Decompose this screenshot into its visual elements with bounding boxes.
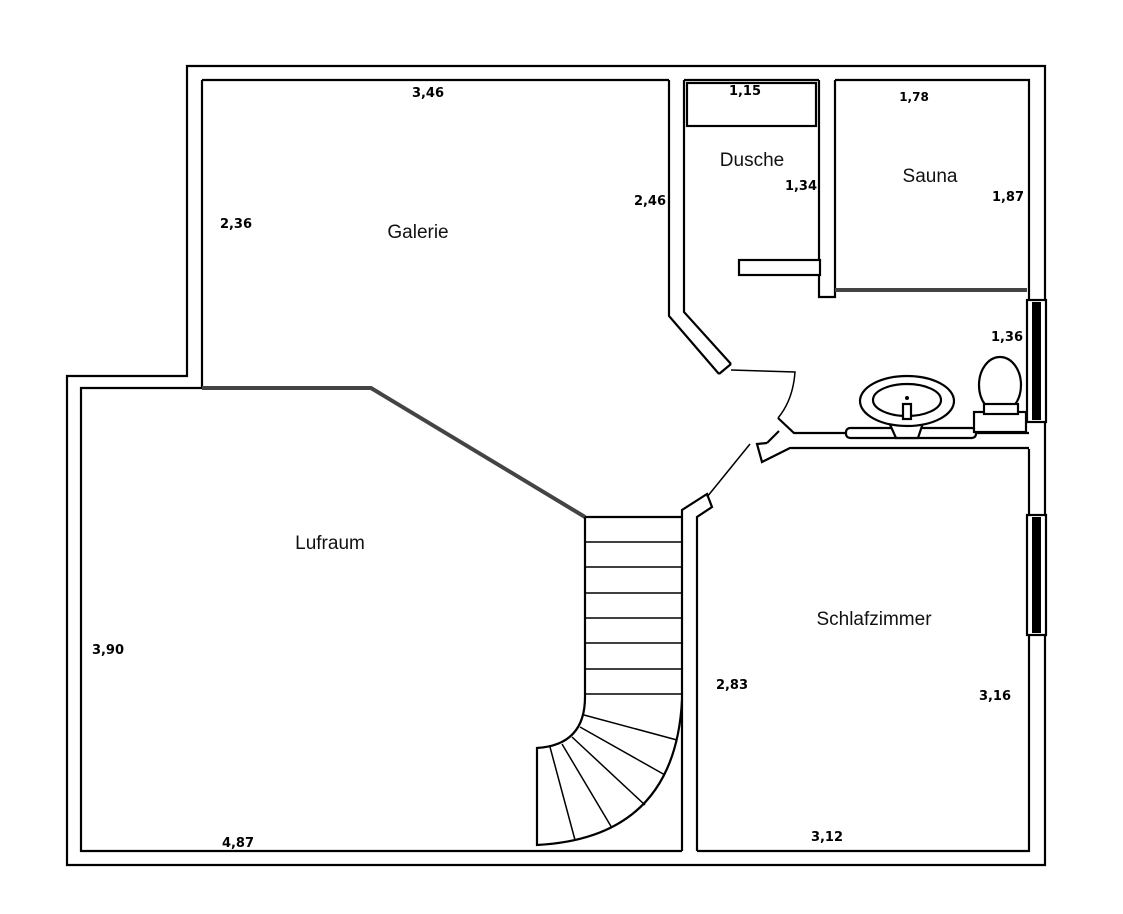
dusche-sauna-partition xyxy=(685,80,1027,299)
shower-tray xyxy=(685,81,818,128)
dim-sauna-top: 1,78 xyxy=(899,90,929,104)
dim-schlafzimmer-right: 3,16 xyxy=(979,689,1011,704)
outer-walls xyxy=(65,64,1047,867)
door-galerie xyxy=(730,369,796,419)
stair-schlafzimmer-partition xyxy=(680,443,751,851)
dim-sauna-right: 1,87 xyxy=(992,190,1024,205)
staircase xyxy=(535,515,684,847)
room-label-galerie: Galerie xyxy=(387,222,448,243)
room-label-dusche: Dusche xyxy=(720,150,784,171)
galerie-dusche-partition xyxy=(667,80,732,375)
dim-luftraum-left: 3,90 xyxy=(92,643,124,658)
room-label-luftraum: Lufraum xyxy=(295,533,365,554)
toilet xyxy=(972,355,1028,434)
dim-dusche-right: 1,34 xyxy=(785,179,817,194)
dim-bath-right: 1,36 xyxy=(991,330,1023,345)
dim-galerie-left: 2,36 xyxy=(220,217,252,232)
luftraum-edge xyxy=(202,386,587,519)
dim-galerie-right: 2,46 xyxy=(634,194,666,209)
dim-schlafzimmer-bottom: 3,12 xyxy=(811,830,843,845)
windows xyxy=(1025,298,1048,637)
room-label-sauna: Sauna xyxy=(903,166,958,187)
dim-dusche-top: 1,15 xyxy=(729,84,761,99)
dim-galerie-top: 3,46 xyxy=(412,86,444,101)
sink xyxy=(844,374,978,440)
dim-schlafzimmer-left: 2,83 xyxy=(716,678,748,693)
shower-partition xyxy=(737,258,822,277)
room-label-schlafzimmer: Schlafzimmer xyxy=(816,609,932,630)
dim-luftraum-bottom: 4,87 xyxy=(222,836,254,851)
